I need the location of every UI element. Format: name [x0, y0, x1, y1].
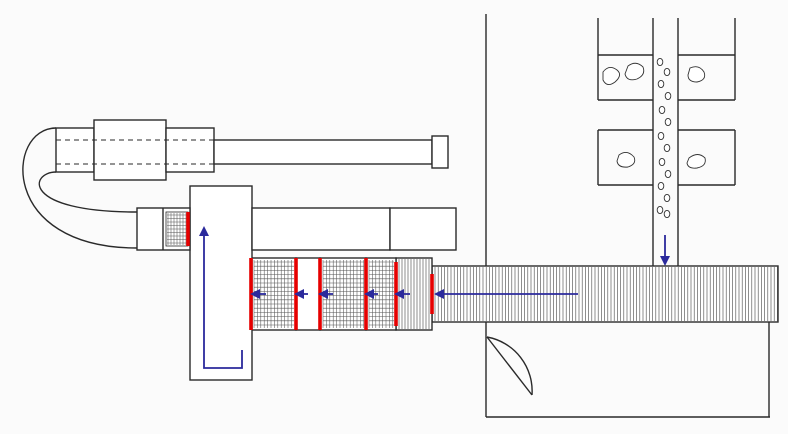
door-swing: [486, 336, 533, 396]
pipe-end-cap: [431, 135, 449, 169]
pellet: [657, 131, 665, 141]
pellet: [664, 169, 672, 179]
debris-5: [686, 154, 706, 169]
debris-2: [624, 62, 645, 81]
upper-arm: [251, 207, 391, 251]
pellets: [656, 57, 672, 219]
upper-pipe: [22, 119, 449, 249]
pellet: [657, 181, 665, 191]
collector-box: [136, 185, 457, 381]
pellet: [663, 67, 671, 77]
pellet: [656, 205, 664, 215]
pellet: [657, 79, 665, 89]
pellet: [658, 157, 666, 167]
upper-arm-cap: [389, 207, 457, 251]
pellet: [656, 57, 664, 67]
hose-inner: [38, 171, 138, 213]
pellet: [663, 209, 671, 219]
debris-1: [602, 67, 620, 85]
pellet: [664, 117, 672, 127]
airflow: [199, 226, 578, 369]
main-duct: [431, 265, 779, 323]
pellet: [663, 143, 671, 153]
debris-4: [616, 152, 636, 168]
hose-outer: [22, 127, 138, 249]
pellet: [658, 105, 666, 115]
room-wall: [485, 14, 770, 418]
vertical-chute: [597, 18, 736, 270]
pellet: [663, 193, 671, 203]
debris-3: [687, 66, 706, 83]
pellet: [664, 91, 672, 101]
